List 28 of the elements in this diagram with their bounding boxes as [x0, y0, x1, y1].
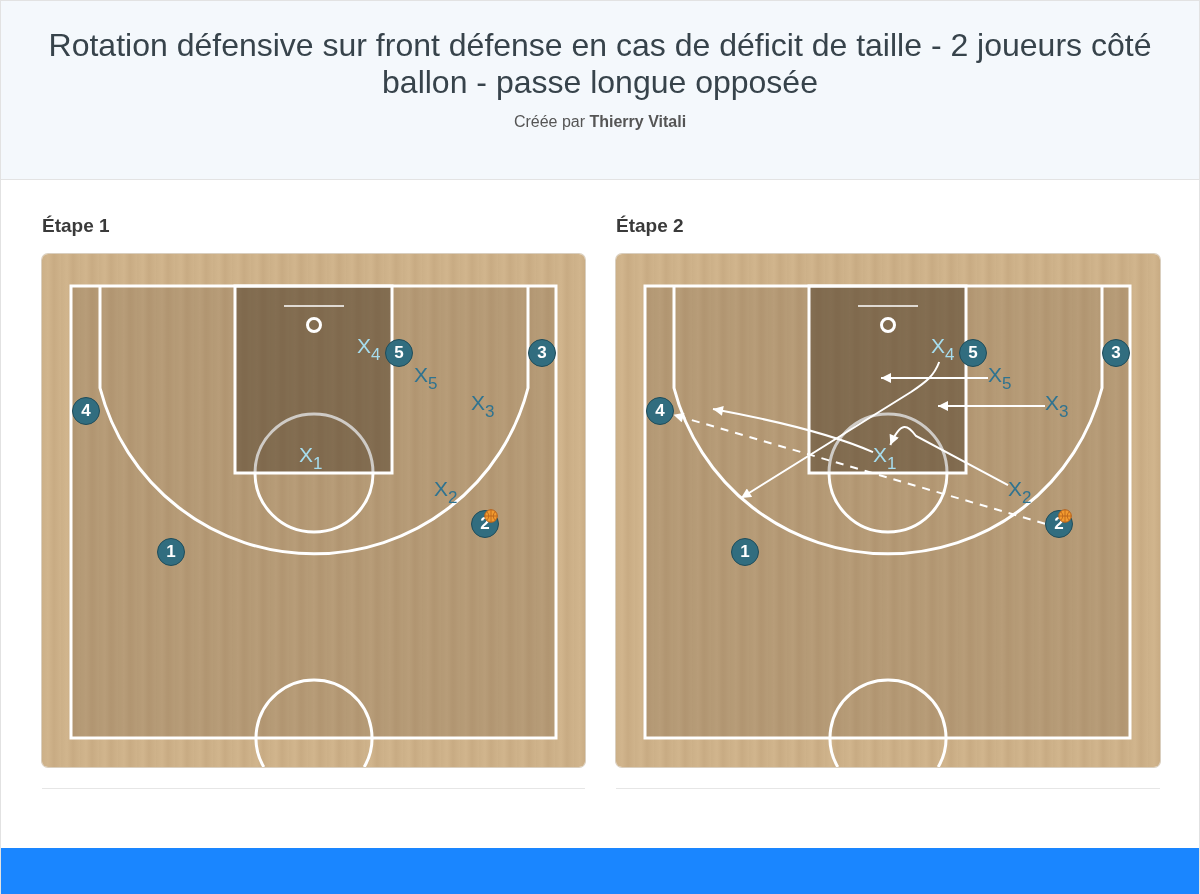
- movement-arrow: [937, 401, 1046, 411]
- step-heading: Étape 1: [42, 215, 110, 237]
- defender-label: X$_{4}$: [931, 336, 957, 362]
- player-marker: 4: [646, 397, 674, 425]
- diagram-title: Rotation défensive sur front défense en cas de déficit de taille - 2 joueurs côté ballon - passe longue opposée: [47, 27, 1153, 101]
- defender-label: X$_{1}$: [873, 445, 899, 471]
- player-marker: 3: [1102, 339, 1130, 367]
- player-marker: 5: [385, 339, 413, 367]
- player-marker: 3: [528, 339, 556, 367]
- defender-label: X$_{2}$: [434, 479, 460, 505]
- defender-label: X$_{5}$: [988, 365, 1014, 391]
- player-marker: 1: [157, 538, 185, 566]
- defender-label: X$_{2}$: [1008, 479, 1034, 505]
- defender-label: X$_{4}$: [357, 336, 383, 362]
- defender-label: X$_{1}$: [299, 445, 325, 471]
- pass-arrow: [672, 412, 1046, 525]
- movement-arrow: [712, 405, 874, 454]
- player-marker: 5: [959, 339, 987, 367]
- author-credit: Créée par Thierry Vitali: [513, 113, 687, 130]
- defender-label: X$_{5}$: [414, 365, 440, 391]
- movement-arrow: [880, 373, 989, 383]
- defender-label: X$_{3}$: [471, 393, 497, 419]
- defender-label: X$_{3}$: [1045, 393, 1071, 419]
- movement-arrow: [889, 426, 1009, 487]
- player-marker: 1: [731, 538, 759, 566]
- step-heading: Étape 2: [616, 215, 684, 237]
- movement-arrow: [740, 361, 941, 499]
- player-marker: 4: [72, 397, 100, 425]
